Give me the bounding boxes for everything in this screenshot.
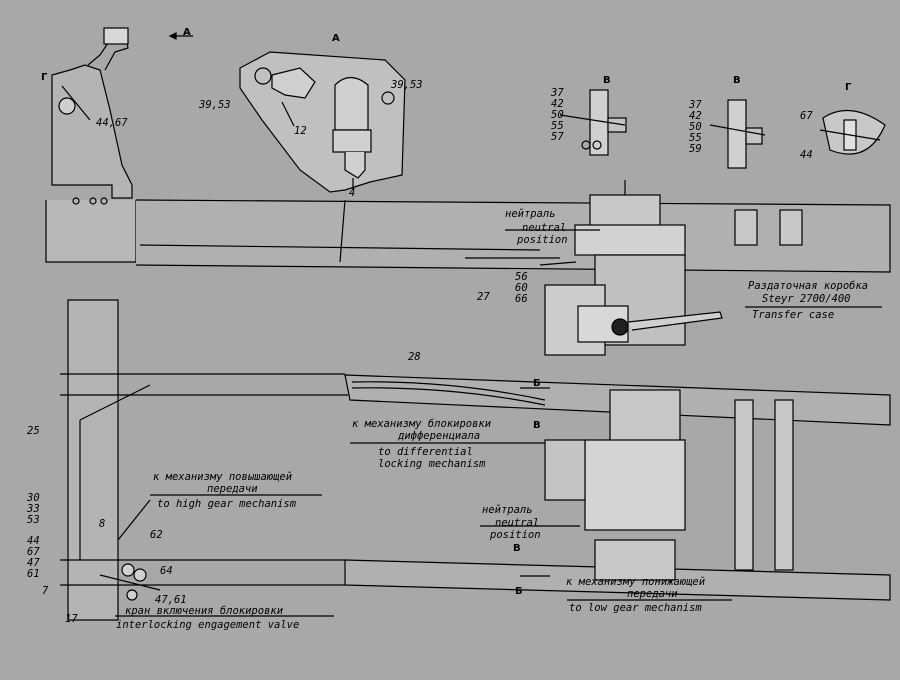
upper-frame-rail <box>45 197 891 273</box>
transfer-case-top <box>544 180 803 356</box>
diff-lock-en2: locking mechanism <box>378 458 486 470</box>
view-g-detail <box>819 109 886 155</box>
diff-lock-ru1: к механизму блокировки <box>352 418 492 430</box>
view-v-inline-label: В <box>533 420 541 431</box>
callout-47-61: 47,61 <box>155 594 187 606</box>
callout-28: 28 <box>408 351 421 363</box>
low-gear-en: to low gear mechanism <box>569 602 702 614</box>
callout-64: 64 <box>160 565 173 577</box>
neutral-bottom-ru: нейтраль <box>482 504 533 516</box>
callout-44: 44 <box>800 149 813 161</box>
view-v-lower-label: В <box>513 543 521 554</box>
callout-8: 8 <box>99 518 106 530</box>
callout-67: 67 <box>800 110 813 122</box>
valve-ru: кран включения блокировки <box>125 605 284 617</box>
valve-assembly <box>99 563 161 601</box>
callout-27: 27 <box>477 291 490 303</box>
high-gear-ru1: к механизму повышающей <box>153 471 293 483</box>
upper-left-bracket <box>51 27 193 199</box>
view-v1-detail <box>559 89 627 156</box>
diff-lock-ru2: дифференциала <box>398 430 481 442</box>
neutral-top-en2: position <box>517 234 568 246</box>
high-gear-ru2: передачи <box>207 483 258 495</box>
callout-39-53-right: 39,53 <box>391 79 423 91</box>
view-a-label: А <box>332 33 340 44</box>
transfer-case-ru: Раздаточная коробка <box>748 280 869 292</box>
callout-39-53-left: 39,53 <box>199 99 231 111</box>
view-v2-label: В <box>733 75 741 86</box>
view-g-marker: Г <box>41 72 48 83</box>
view-v1-label: В <box>603 75 611 86</box>
transfer-case-model: Steyr 2700/400 <box>762 293 851 305</box>
neutral-bottom-en2: position <box>490 529 541 541</box>
view-a-plate <box>239 51 406 193</box>
callout-7: 7 <box>42 585 49 597</box>
transfer-case-side <box>520 387 794 581</box>
view-b2-label: Б <box>515 586 523 597</box>
callout-25: 25 <box>27 425 40 437</box>
diff-lock-en1: to differential <box>378 446 473 458</box>
neutral-top-en1: neutral <box>522 222 567 234</box>
control-cable <box>351 381 546 406</box>
neutral-bottom-en1: neutral <box>495 517 540 529</box>
view-v2-detail <box>709 99 766 169</box>
callout-17: 17 <box>65 613 78 625</box>
callout-62: 62 <box>150 529 163 541</box>
view-arrow-a-label: A <box>183 27 191 38</box>
low-gear-ru1: к механизму понижающей <box>566 576 706 588</box>
callout-12: 12 <box>294 125 307 137</box>
high-gear-en: to high gear mechanism <box>157 498 297 510</box>
neutral-top-ru: нейтраль <box>505 208 556 220</box>
transfer-case-en: Transfer case <box>752 309 835 321</box>
valve-en: interlocking engagement valve <box>116 619 300 631</box>
view-g-label: Г <box>845 82 852 93</box>
view-b1-label: Б <box>533 378 541 389</box>
low-gear-ru2: передачи <box>627 588 678 600</box>
callout-4: 4 <box>349 187 356 199</box>
callout-44-67: 44,67 <box>96 117 128 129</box>
